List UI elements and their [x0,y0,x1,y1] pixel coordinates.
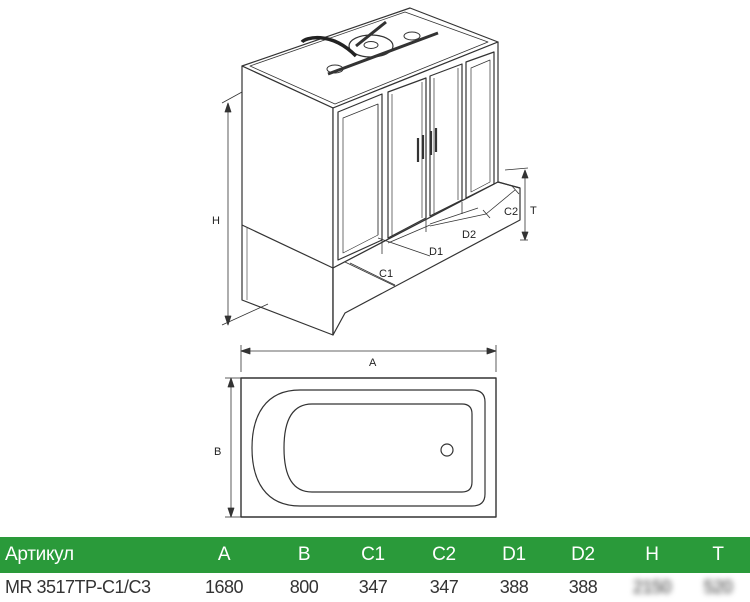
label-c1: C1 [379,268,393,280]
label-d1: D1 [429,246,443,258]
shower-head-fixtures [300,20,439,76]
header-b: B [270,537,338,573]
header-h: H [618,537,686,573]
dimension-h [221,91,269,326]
label-c2: C2 [504,206,518,218]
dimension-t [504,167,529,241]
cell-a: 1680 [204,576,244,597]
header-c2: C2 [408,537,480,573]
cabin-front [332,41,521,336]
cell-d1: 388 [499,576,529,597]
header-a: A [178,537,270,573]
spec-table: Артикул A B C1 C2 D1 D2 H T MR 3517TP-C1… [0,537,750,601]
cell-t: 520 [703,576,733,597]
table-header-row: Артикул A B C1 C2 D1 D2 H T [0,537,750,573]
dimension-c2 [482,185,520,219]
dimension-d-c [344,202,487,287]
label-b: B [214,446,221,458]
label-h: H [212,215,220,227]
cell-h: 2150 [632,576,672,597]
cabin-left-side [241,65,334,336]
bathtub-plan [240,377,497,518]
cell-article: MR 3517TP-C1/C3 [5,576,151,597]
header-d1: D1 [480,537,548,573]
header-c1: C1 [338,537,408,573]
header-d2: D2 [548,537,618,573]
label-d2: D2 [462,229,476,241]
drain-icon [440,443,454,457]
cell-c1: 347 [358,576,388,597]
header-article: Артикул [0,537,178,573]
shower-bath-diagram: H T C2 D2 D1 C1 A B [212,7,537,518]
label-t: T [530,205,537,217]
label-a: A [369,357,377,369]
dimension-a [240,345,497,372]
table-row: MR 3517TP-C1/C3 1680 800 347 347 388 388… [0,573,750,601]
cell-c2: 347 [429,576,459,597]
header-t: T [686,537,750,573]
cell-b: 800 [289,576,319,597]
dimension-b [225,377,241,518]
cell-d2: 388 [568,576,598,597]
door-handles [416,128,438,162]
